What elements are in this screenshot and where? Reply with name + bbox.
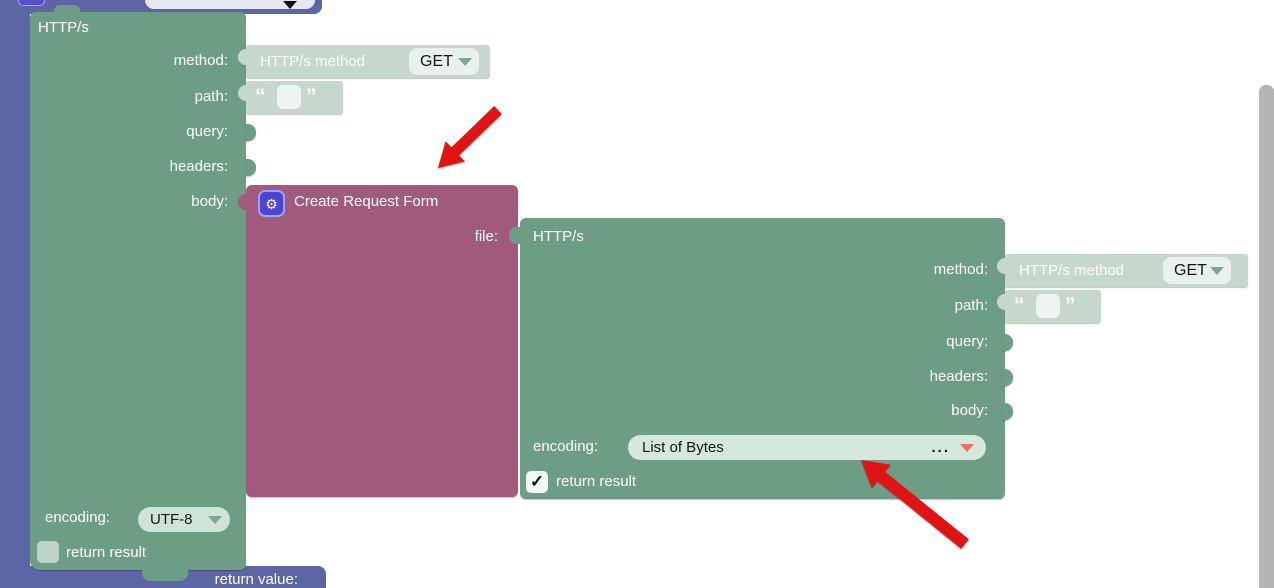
encoding-value: UTF-8 [150, 510, 193, 528]
return-result-checkbox-checked[interactable]: ✓ [526, 471, 548, 493]
param-label-file: file: [474, 228, 498, 245]
procedure-return-value-label: return value: [214, 571, 298, 588]
param-label-headers: headers: [169, 158, 228, 175]
create-request-form-plug [238, 194, 248, 210]
string-block-1-plug [238, 85, 248, 101]
param-label-path: path: [194, 88, 228, 105]
param-label-headers: headers: [929, 368, 988, 385]
http-block-outer[interactable] [30, 12, 246, 570]
param-label-body: body: [191, 193, 228, 210]
http-block-outer-title: HTTP/s [38, 19, 89, 36]
param-label-body: body: [951, 402, 988, 419]
string-text-field-2[interactable] [1036, 294, 1060, 318]
create-request-form-block[interactable] [246, 185, 518, 497]
param-label-path: path: [954, 297, 988, 314]
procedure-name-dropdown-caret-icon [283, 1, 297, 9]
encoding-label: encoding: [533, 438, 599, 455]
string-text-field-1[interactable] [277, 85, 301, 109]
string-block-2-plug [997, 294, 1007, 310]
param-label-method: method: [933, 261, 988, 278]
method-value: GET [420, 52, 453, 70]
close-quote-icon: ” [1065, 294, 1076, 317]
annotation-arrow-to-form-block [438, 106, 502, 168]
param-label-query: query: [946, 333, 988, 350]
socket-query [246, 124, 256, 141]
return-result-checkbox-unchecked[interactable] [37, 541, 59, 563]
http-method-block-2-label: HTTP/s method [1019, 262, 1125, 279]
http-block-inner-plug [509, 227, 521, 244]
open-quote-icon: “ [1014, 294, 1025, 317]
http-block-outer-bottom-connector [142, 570, 188, 581]
socket-body [1003, 403, 1013, 420]
http-method-block-1-label: HTTP/s method [260, 53, 366, 70]
method-value: GET [1174, 261, 1207, 279]
socket-query [1003, 334, 1013, 351]
annotation-arrow-to-encoding-dropdown [861, 460, 969, 549]
procedure-name-field[interactable] [145, 0, 315, 9]
http-method-block-1-plug [238, 49, 248, 65]
socket-headers [246, 159, 256, 176]
open-quote-icon: “ [255, 85, 266, 108]
procedure-gear-icon[interactable] [18, 0, 45, 6]
mutator-gear-icon[interactable]: ⚙ [258, 190, 285, 217]
http-block-outer-top-connector [54, 5, 80, 15]
encoding-more-ellipsis: ... [931, 438, 950, 456]
encoding-dropdown-list-of-bytes[interactable]: List of Bytes ... [628, 435, 986, 460]
method-dropdown-get-1[interactable]: GET [409, 48, 479, 75]
dropdown-caret-icon [458, 57, 472, 66]
scrollbar[interactable] [1259, 85, 1274, 588]
param-label-query: query: [186, 123, 228, 140]
dropdown-caret-icon [208, 515, 222, 524]
return-result-label: return result [556, 473, 637, 490]
encoding-value: List of Bytes [642, 438, 724, 456]
http-method-block-2-plug [997, 258, 1007, 274]
encoding-dropdown-utf8[interactable]: UTF-8 [138, 507, 230, 532]
procedure-block-left-edge[interactable] [0, 0, 30, 588]
param-label-method: method: [173, 52, 228, 69]
return-result-label: return result [66, 544, 147, 561]
http-block-inner-title: HTTP/s [533, 228, 584, 245]
dropdown-caret-icon [960, 443, 974, 452]
close-quote-icon: ” [306, 85, 317, 108]
dropdown-caret-icon [1210, 266, 1224, 275]
procedure-return-socket [303, 570, 325, 587]
create-request-form-title: Create Request Form [294, 193, 439, 210]
method-dropdown-get-2[interactable]: GET [1163, 257, 1231, 284]
socket-headers [1003, 369, 1013, 386]
encoding-label: encoding: [45, 509, 111, 526]
